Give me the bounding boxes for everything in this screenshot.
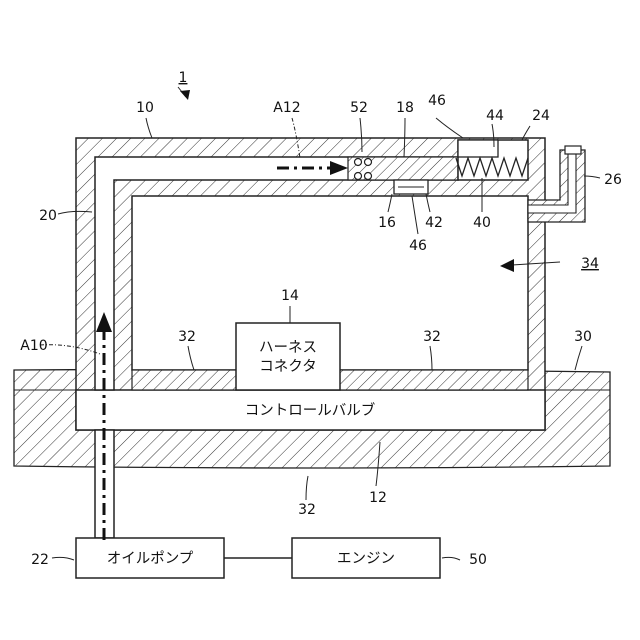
label-ref-46-bottom: 46 [409,238,427,254]
oil-pump-label: オイルポンプ [107,550,194,567]
label-ref-26: 26 [604,172,622,188]
label-ref-50: 50 [469,552,487,568]
label-ref-12: 12 [369,490,387,506]
label-ref-34: 34 [581,256,599,272]
label-ref-32-right: 32 [423,329,441,345]
label-ref-18: 18 [396,100,414,116]
label-ref-40: 40 [473,215,491,231]
label-ref-32-left: 32 [178,329,196,345]
label-ref-42: 42 [425,215,443,231]
harness-connector-label-line2: コネクタ [259,358,316,375]
label-ref-22: 22 [31,552,49,568]
label-ref-20: 20 [39,208,57,224]
label-ref-16: 16 [378,215,396,231]
engine-label: エンジン [337,551,395,567]
label-ref-24: 24 [532,108,550,124]
seal-block-44 [458,140,498,157]
label-arrow-a10: A10 [20,338,47,354]
label-ref-52: 52 [350,100,368,116]
label-arrow-a12: A12 [273,100,300,116]
drain-cap [565,146,581,154]
label-ref-30: 30 [574,329,592,345]
label-ref-1: 1 [179,70,188,86]
label-ref-44: 44 [486,108,504,124]
harness-connector [236,323,340,390]
label-ref-46-top: 46 [428,93,446,109]
label-ref-10: 10 [136,100,154,116]
harness-connector-label-line1: ハーネス [259,339,317,356]
label-ref-14: 14 [281,288,299,304]
label-ref-32-bottom: 32 [298,502,316,518]
arrow-1-pointer [180,90,190,100]
control-valve-label: コントロールバルブ [245,401,376,419]
